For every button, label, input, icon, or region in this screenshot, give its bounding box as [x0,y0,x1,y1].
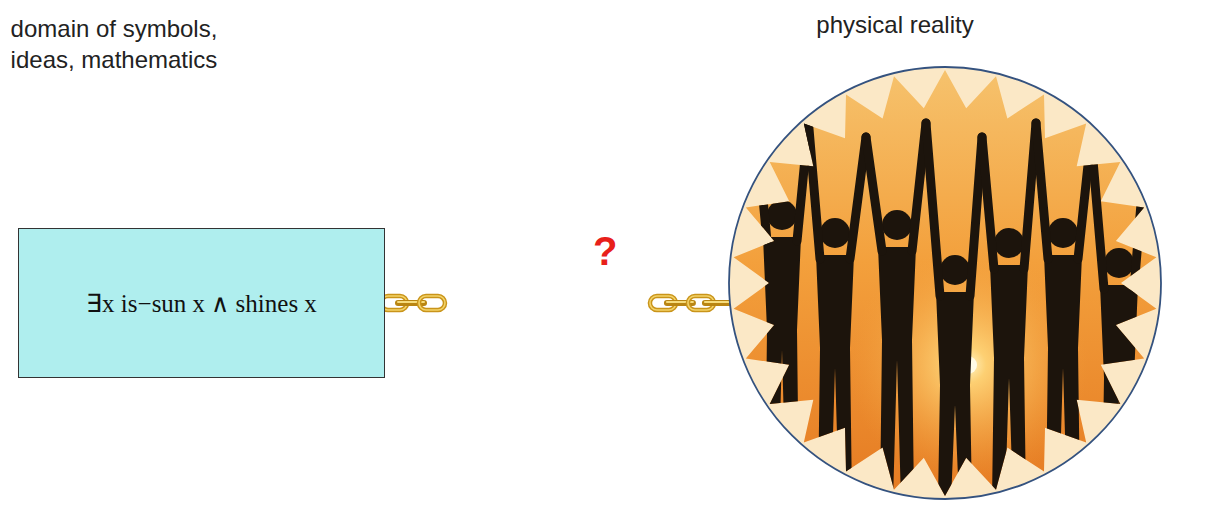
broken-chain [381,296,731,310]
region-heading: domain of symbols, ideas, mathematics [9,13,219,75]
sunset-photo [727,65,1163,501]
region-heading: physical reality [667,9,1123,40]
formula-box: domain of symbols, ideas, mathematics∃x … [18,228,385,378]
reality-illustration [727,65,1163,501]
edge-label: ? [590,229,620,273]
formula-text: ∃x is−sun x ∧ shines x [72,289,331,318]
reality-circle: physical reality [727,65,1163,501]
